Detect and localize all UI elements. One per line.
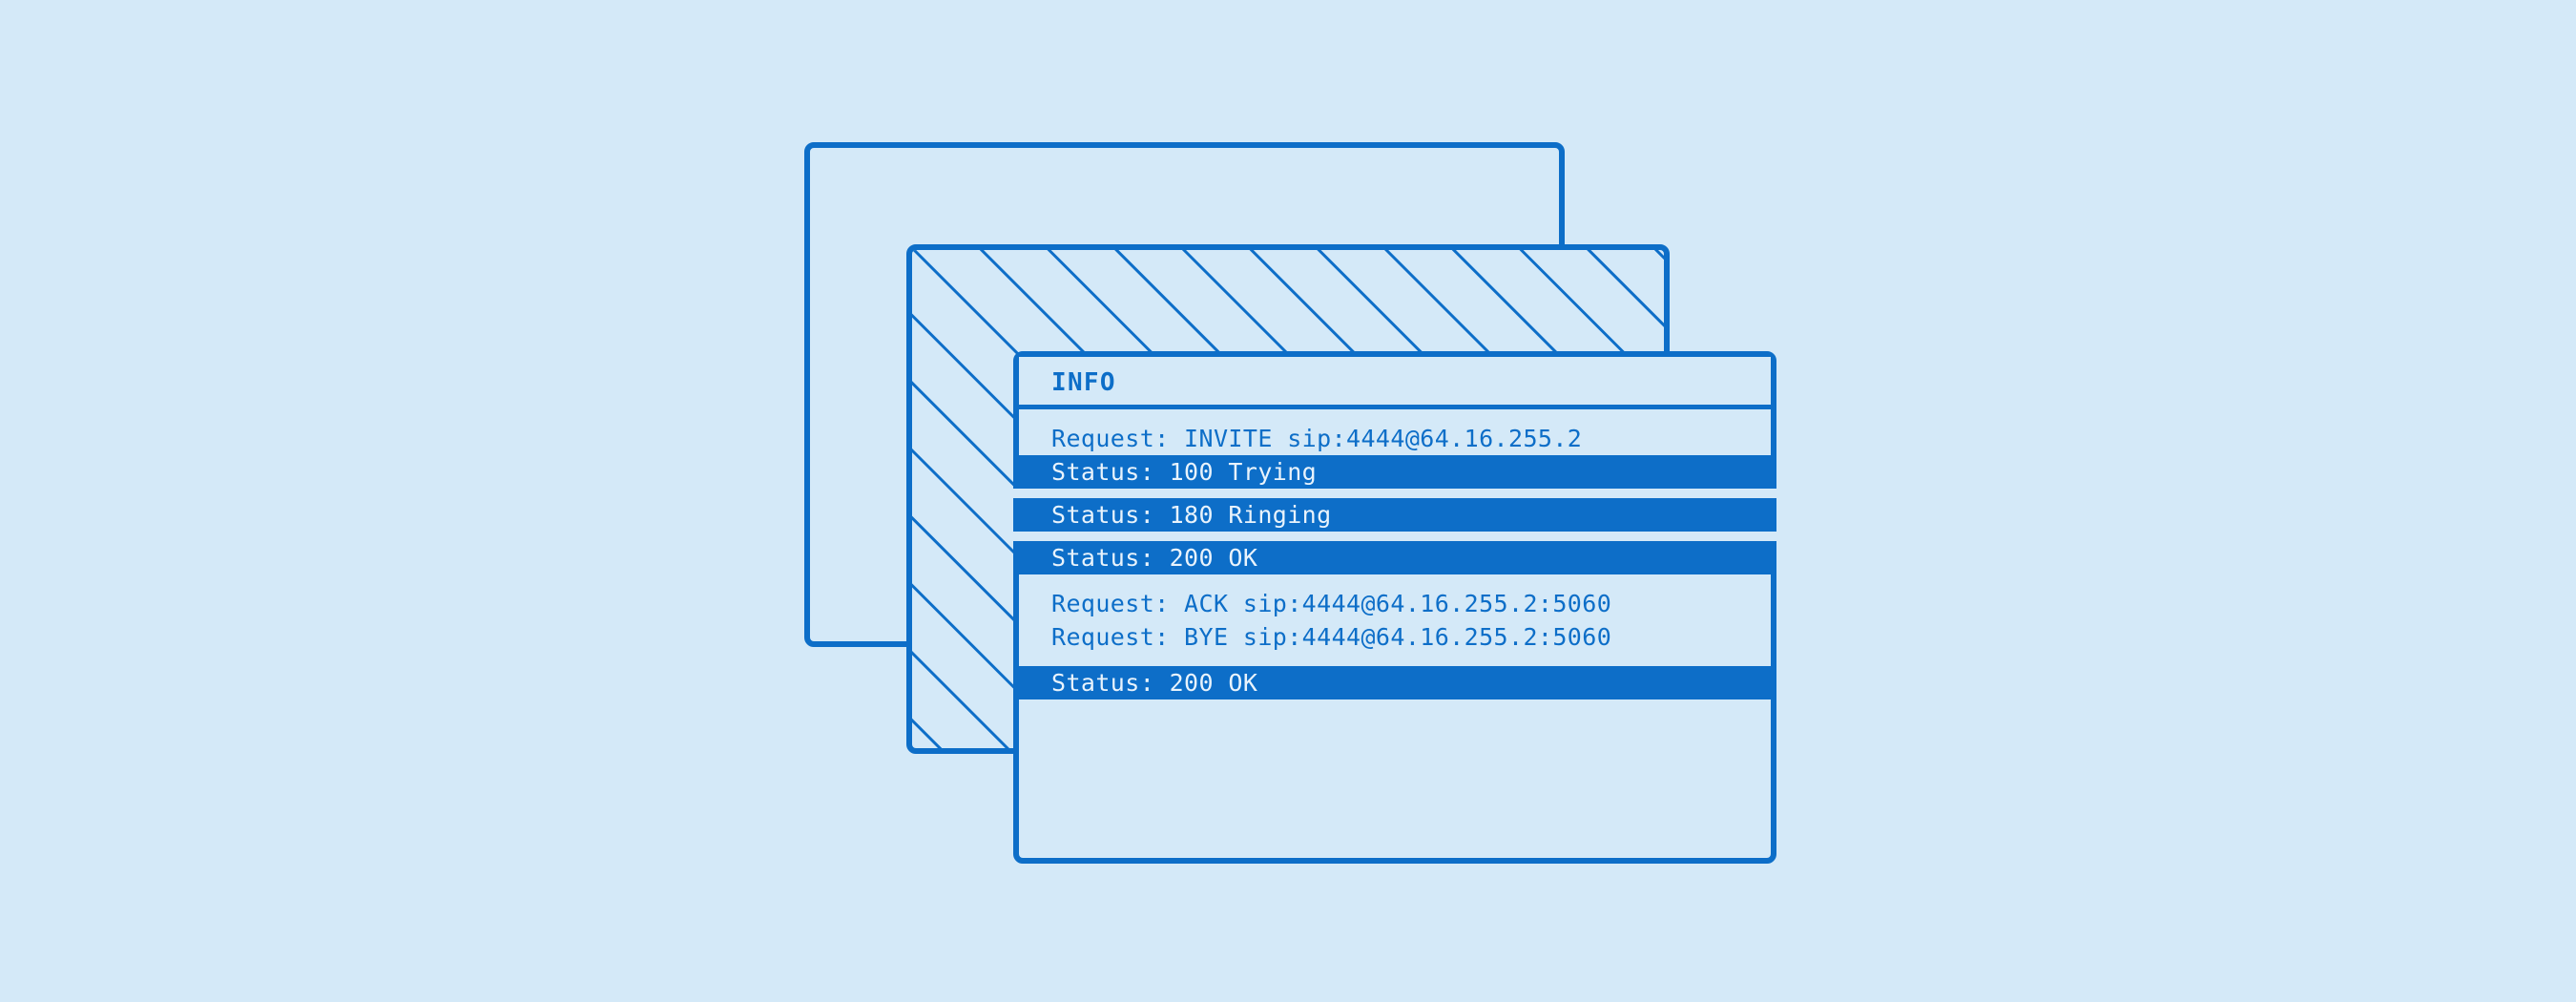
sip-message-list: Request: INVITE sip:4444@64.16.255.2 Sta…	[1013, 422, 1776, 740]
list-item[interactable]: Status: 100 Trying	[1013, 455, 1776, 489]
list-item[interactable]: Status: 200 OK	[1013, 666, 1776, 699]
row-separator	[1013, 489, 1776, 498]
list-item[interactable]: Request: ACK sip:4444@64.16.255.2:5060	[1019, 587, 1771, 620]
row-separator	[1013, 532, 1776, 541]
list-item[interactable]: Status: 200 OK	[1013, 541, 1776, 574]
list-tail-space	[1019, 699, 1771, 740]
list-item[interactable]: Request: BYE sip:4444@64.16.255.2:5060	[1019, 620, 1771, 654]
info-panel: INFO Request: INVITE sip:4444@64.16.255.…	[1013, 351, 1776, 864]
list-item[interactable]: Request: INVITE sip:4444@64.16.255.2	[1019, 422, 1771, 455]
panel-title: INFO	[1051, 368, 1116, 397]
list-item[interactable]: Status: 180 Ringing	[1013, 498, 1776, 532]
panel-header: INFO	[1019, 357, 1771, 409]
